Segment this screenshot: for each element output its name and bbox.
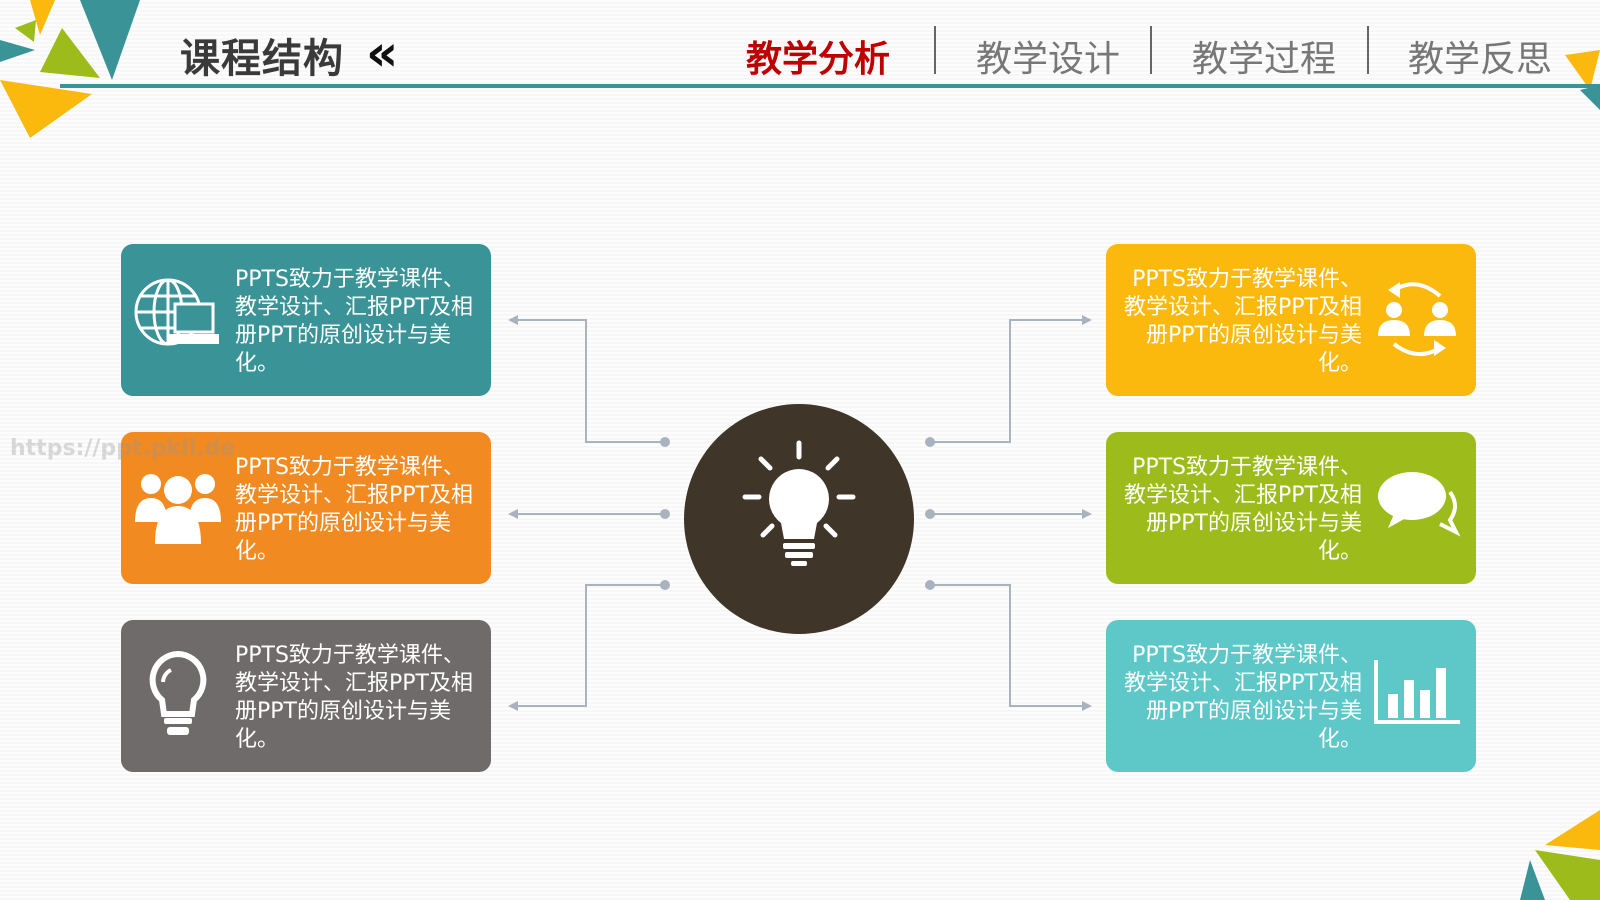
card-text: PPTS致力于教学课件、教学设计、汇报PPT及相册PPT的原创设计与美化。	[235, 455, 473, 564]
card-5: PPTS致力于教学课件、教学设计、汇报PPT及相册PPT的原创设计与美化。	[1106, 432, 1476, 584]
card-2: PPTS致力于教学课件、教学设计、汇报PPT及相册PPT的原创设计与美化。	[121, 432, 491, 584]
back-chevron-icon[interactable]: «	[366, 24, 399, 82]
lightbulb-icon	[149, 650, 207, 735]
nav-tab-analysis[interactable]: 教学分析	[746, 39, 891, 80]
card-text: PPTS致力于教学课件、教学设计、汇报PPT及相册PPT的原创设计与美化。	[1124, 643, 1362, 752]
card-1: PPTS致力于教学课件、教学设计、汇报PPT及相册PPT的原创设计与美化。	[121, 244, 491, 396]
lightbulb-icon	[742, 440, 856, 566]
nav-divider	[1150, 26, 1152, 74]
central-hub	[684, 404, 914, 634]
card-4: PPTS致力于教学课件、教学设计、汇报PPT及相册PPT的原创设计与美化。	[1106, 244, 1476, 396]
globe-laptop-icon	[134, 278, 219, 346]
card-text: PPTS致力于教学课件、教学设计、汇报PPT及相册PPT的原创设计与美化。	[235, 643, 473, 752]
user-exchange-icon	[1378, 282, 1456, 356]
card-3: PPTS致力于教学课件、教学设计、汇报PPT及相册PPT的原创设计与美化。	[121, 620, 491, 772]
chat-bubbles-icon	[1378, 472, 1461, 537]
nav-tab-reflection[interactable]: 教学反思	[1408, 39, 1553, 80]
card-6: PPTS致力于教学课件、教学设计、汇报PPT及相册PPT的原创设计与美化。	[1106, 620, 1476, 772]
card-text: PPTS致力于教学课件、教学设计、汇报PPT及相册PPT的原创设计与美化。	[1124, 267, 1362, 376]
page-title: 课程结构	[180, 36, 344, 82]
nav-divider	[934, 26, 936, 74]
nav-tab-design[interactable]: 教学设计	[976, 39, 1121, 80]
bar-chart-icon	[1374, 660, 1460, 724]
card-text: PPTS致力于教学课件、教学设计、汇报PPT及相册PPT的原创设计与美化。	[1124, 455, 1362, 564]
nav-tab-process[interactable]: 教学过程	[1192, 39, 1337, 80]
header-rule	[60, 84, 1600, 88]
nav-divider	[1367, 26, 1369, 74]
group-icon	[135, 474, 221, 544]
connectors	[512, 319, 1088, 707]
card-text: PPTS致力于教学课件、教学设计、汇报PPT及相册PPT的原创设计与美化。	[235, 267, 473, 376]
watermark: https://ppt.pkll.de	[10, 436, 236, 461]
